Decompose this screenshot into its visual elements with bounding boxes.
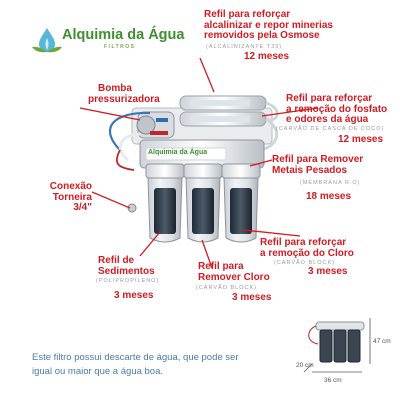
label-duration: 18 meses — [306, 191, 352, 202]
label-sub: (POLIPROPILENO) — [96, 278, 160, 284]
label-line: Conexão — [49, 181, 92, 192]
label-line: Refil para reforçar — [204, 9, 291, 20]
dimension-width: 36 cm — [324, 377, 342, 384]
label-refil-cloro-reforco: Refil para reforçar a remoção do Cloro — [260, 237, 354, 259]
label-line: Torneira — [52, 191, 92, 203]
label-sub: (CARVÃO BLOCK) — [274, 260, 335, 266]
label-line: 3/4" — [73, 202, 92, 213]
label-duration: 12 meses — [338, 134, 384, 145]
label-line: a remoção do Cloro — [260, 247, 354, 259]
pump — [136, 111, 175, 139]
label-duration: 12 meses — [244, 51, 290, 62]
dimension-depth: 20 cm — [296, 362, 314, 369]
label-refil-metais: Refil para Remover Metais Pesados — [272, 154, 364, 176]
label-refil-fosfato: Refil para reforçar a remoção do fosfato… — [286, 93, 388, 126]
label-sub: (ALCALINIZANTE T33) — [206, 44, 283, 50]
label-duration: 3 meses — [308, 266, 348, 277]
label-line: Refil para Remover — [272, 154, 364, 165]
label-duration: 3 meses — [232, 292, 272, 303]
discharge-note: Este filtro possui descarte de água, que… — [32, 352, 239, 377]
label-line: a remoção do fosfato — [286, 103, 388, 115]
label-line: Refil para reforçar — [260, 237, 347, 248]
lotus-drop-icon — [32, 28, 62, 53]
label-sub: (MEMBRANA R.O) — [300, 180, 361, 186]
label-line: Refil para — [198, 261, 244, 272]
label-line: Sedimentos — [98, 265, 155, 277]
canister-2 — [183, 163, 223, 243]
label-bomba: Bomba pressurizadora — [88, 83, 160, 105]
brand-logo — [30, 26, 162, 54]
label-line: alcalinizar e repor minerias — [204, 19, 333, 31]
label-line: Bomba — [98, 83, 132, 94]
label-sub: (CARVÃO DE CASCA DE COCO) — [276, 126, 385, 132]
brand-title: Alquimia da Água — [62, 27, 185, 43]
label-line: Remover Cloro — [198, 271, 270, 283]
label-line: e odores da água — [286, 114, 369, 125]
dimension-height: 47 cm — [373, 338, 391, 345]
label-refil-cloro: Refil para Remover Cloro — [198, 261, 270, 283]
label-duration: 3 meses — [114, 290, 154, 301]
callout-lines — [79, 57, 319, 269]
label-refil-sedimentos: Refil de Sedimentos — [98, 255, 155, 277]
label-line: Metais Pesados — [272, 164, 348, 176]
brand-subtitle: FILTROS — [104, 44, 136, 50]
label-line: pressurizadora — [88, 93, 160, 105]
canister-3 — [221, 163, 261, 243]
label-refil-alcalino: Refil para reforçar alcalinizar e repor … — [204, 9, 333, 42]
label-line: Refil para reforçar — [286, 93, 373, 104]
product-label: Alquimia da Água — [148, 149, 208, 156]
label-line: removidos pela Osmose — [204, 30, 320, 41]
label-line: Refil de — [98, 255, 135, 266]
dimensions-thumbnail — [303, 318, 371, 373]
top-membrane-housings — [179, 95, 267, 127]
label-sub: (CARVÃO BLOCK) — [196, 285, 257, 291]
label-conexao: Conexão Torneira 3/4" — [48, 181, 92, 214]
canister-1 — [145, 163, 185, 243]
